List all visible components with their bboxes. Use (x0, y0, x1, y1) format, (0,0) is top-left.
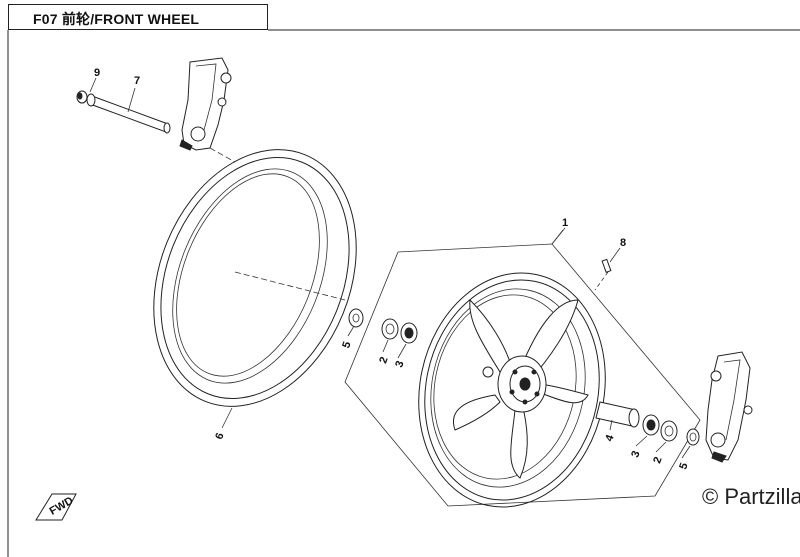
callout-1: 1 (562, 217, 568, 229)
right-spacer (686, 428, 700, 446)
left-oil-seal (381, 318, 399, 340)
callout-3-left: 3 (393, 359, 406, 369)
leader-lines (89, 77, 691, 459)
watermark: © Partzilla.c (702, 484, 800, 509)
callout-9: 9 (94, 67, 100, 79)
fwd-arrow-icon: FWD (35, 493, 77, 521)
right-fork-leg (705, 351, 753, 463)
axle-nut (76, 90, 88, 104)
frame (7, 29, 800, 557)
callout-3-right: 3 (629, 449, 642, 459)
callout-4: 4 (603, 433, 617, 444)
right-bearing (642, 414, 660, 436)
callout-7: 7 (134, 75, 140, 87)
front-axle (86, 93, 171, 134)
callout-2-right: 2 (651, 455, 664, 465)
title-box: F07 前轮/FRONT WHEEL (8, 4, 268, 30)
distance-collar (595, 401, 640, 428)
front-wheel-rim (418, 272, 606, 508)
left-fork-leg (179, 57, 236, 163)
callout-8: 8 (620, 237, 626, 249)
callout-5-right: 5 (677, 461, 690, 471)
left-spacer (348, 308, 364, 328)
callout-6: 6 (213, 431, 226, 441)
tire (153, 149, 357, 407)
callout-2-left: 2 (377, 355, 390, 365)
left-bearing (400, 322, 418, 344)
page-title: F07 前轮/FRONT WHEEL (33, 11, 200, 27)
callout-5-left: 5 (340, 340, 353, 350)
valve-stem (594, 258, 612, 291)
right-oil-seal (660, 420, 678, 442)
